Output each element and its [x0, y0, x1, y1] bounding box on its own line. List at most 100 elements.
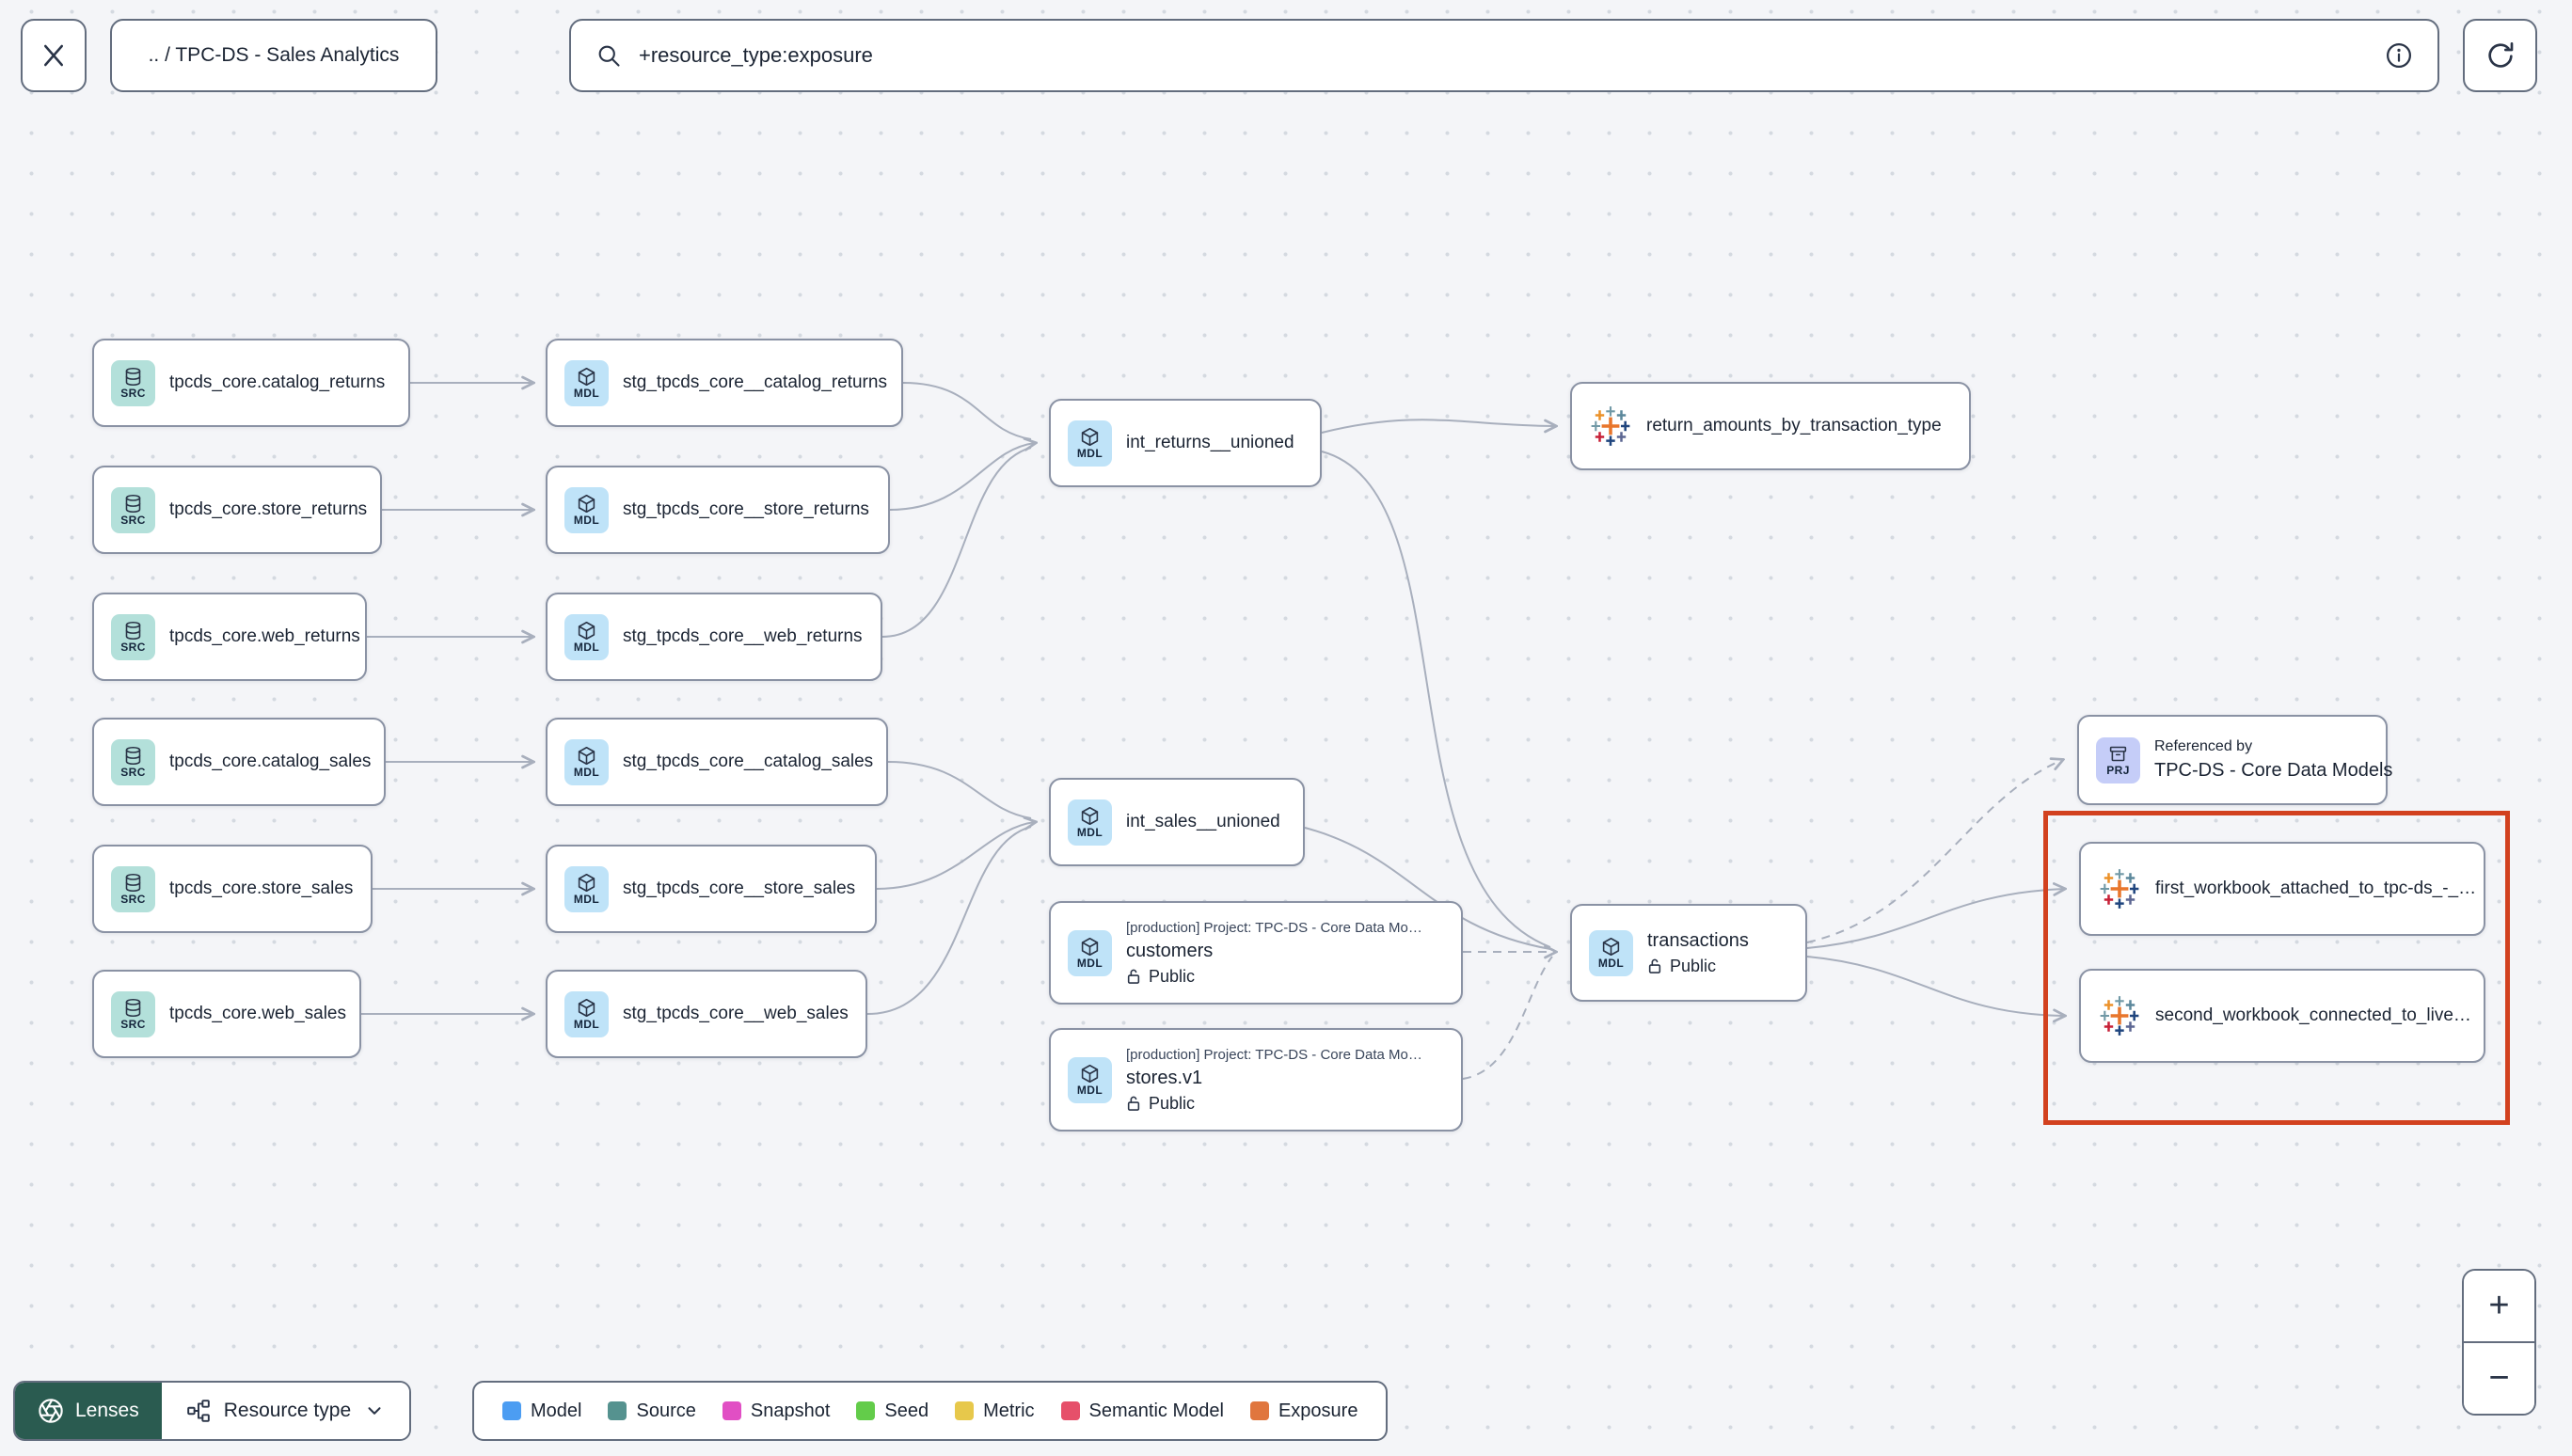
- zoom-in-button[interactable]: +: [2464, 1271, 2534, 1341]
- lineage-node-src-catalog-returns[interactable]: SRC tpcds_core.catalog_returns: [92, 339, 410, 427]
- resource-type-dropdown[interactable]: Resource type: [161, 1383, 410, 1439]
- node-label: tpcds_core.store_sales: [169, 878, 354, 898]
- source-icon: SRC: [111, 990, 155, 1037]
- cube-icon: [578, 494, 595, 513]
- lineage-node-stores-v1[interactable]: MDL [production] Project: TPC-DS - Core …: [1049, 1028, 1463, 1132]
- lineage-node-stg-web-returns[interactable]: MDL stg_tpcds_core__web_returns: [546, 593, 882, 681]
- search-bar: [569, 19, 2439, 92]
- model-icon: MDL: [1068, 929, 1112, 976]
- cube-icon: [578, 367, 595, 386]
- tableau-icon: [1591, 406, 1630, 446]
- source-icon: SRC: [111, 613, 155, 660]
- unlock-icon: [1127, 1096, 1140, 1111]
- node-label: tpcds_core.catalog_returns: [169, 372, 386, 392]
- breadcrumb-label: .. / TPC-DS - Sales Analytics: [148, 44, 400, 66]
- lineage-node-int-sales-unioned[interactable]: MDL int_sales__unioned: [1049, 778, 1305, 866]
- lineage-node-stg-store-returns[interactable]: MDL stg_tpcds_core__store_returns: [546, 466, 890, 554]
- lineage-node-exposure-second-workbook[interactable]: second_workbook_connected_to_live…: [2079, 969, 2485, 1063]
- lineage-node-src-web-returns[interactable]: SRC tpcds_core.web_returns: [92, 593, 367, 681]
- lineage-node-int-returns-unioned[interactable]: MDL int_returns__unioned: [1049, 399, 1322, 487]
- model-icon: MDL: [1068, 419, 1112, 467]
- lineage-node-src-catalog-sales[interactable]: SRC tpcds_core.catalog_sales: [92, 718, 386, 806]
- node-label: TPC-DS - Core Data Models: [2154, 760, 2393, 781]
- cube-icon: [1081, 806, 1099, 825]
- model-icon: MDL: [1068, 799, 1112, 846]
- source-color-chip: [608, 1401, 627, 1420]
- legend-item-metric: Metric: [955, 1401, 1035, 1422]
- close-button[interactable]: [21, 19, 87, 92]
- cube-icon: [1602, 937, 1620, 956]
- lineage-node-stg-catalog-returns[interactable]: MDL stg_tpcds_core__catalog_returns: [546, 339, 903, 427]
- node-label: stg_tpcds_core__store_sales: [623, 878, 856, 898]
- lineage-node-src-store-sales[interactable]: SRC tpcds_core.store_sales: [92, 845, 373, 933]
- lineage-node-exposure-return-amounts[interactable]: return_amounts_by_transaction_type: [1570, 382, 1971, 470]
- seed-color-chip: [856, 1401, 876, 1420]
- refresh-button[interactable]: [2463, 19, 2537, 92]
- lineage-node-stg-catalog-sales[interactable]: MDL stg_tpcds_core__catalog_sales: [546, 718, 888, 806]
- archive-icon: [2109, 746, 2127, 761]
- model-icon: MDL: [564, 613, 609, 660]
- tableau-icon: [2100, 869, 2139, 909]
- source-icon: SRC: [111, 486, 155, 533]
- search-input[interactable]: [639, 43, 2368, 68]
- lineage-node-referenced-by-project[interactable]: PRJ Referenced by TPC-DS - Core Data Mod…: [2077, 715, 2392, 805]
- lenses-toolbar: Lenses Resource type: [13, 1381, 412, 1441]
- node-label: int_returns__unioned: [1126, 433, 1294, 452]
- model-color-chip: [502, 1401, 521, 1420]
- model-icon: MDL: [564, 359, 609, 406]
- node-label: second_workbook_connected_to_live…: [2155, 1005, 2471, 1025]
- snapshot-color-chip: [722, 1401, 741, 1420]
- refresh-icon: [2487, 42, 2513, 68]
- database-icon: [125, 494, 141, 513]
- node-label: return_amounts_by_transaction_type: [1646, 416, 1942, 435]
- source-icon: SRC: [111, 865, 155, 912]
- zoom-out-button[interactable]: −: [2464, 1341, 2534, 1414]
- lineage-node-stg-web-sales[interactable]: MDL stg_tpcds_core__web_sales: [546, 970, 867, 1058]
- database-icon: [125, 746, 141, 765]
- hierarchy-icon: [186, 1400, 210, 1422]
- search-icon: [598, 45, 620, 67]
- lineage-node-exposure-first-workbook[interactable]: first_workbook_attached_to_tpc-ds_-_…: [2079, 842, 2485, 936]
- node-label: transactions: [1647, 929, 1749, 951]
- node-label: tpcds_core.store_returns: [169, 499, 368, 519]
- unlock-icon: [1648, 958, 1661, 973]
- tableau-icon: [2100, 996, 2139, 1036]
- lenses-button[interactable]: Lenses: [15, 1383, 162, 1439]
- legend-item-snapshot: Snapshot: [722, 1401, 830, 1422]
- node-label: int_sales__unioned: [1126, 812, 1280, 831]
- database-icon: [125, 367, 141, 386]
- lineage-node-src-web-sales[interactable]: SRC tpcds_core.web_sales: [92, 970, 361, 1058]
- referenced-by-title: Referenced by: [2154, 738, 2253, 754]
- node-access: Public: [1149, 966, 1196, 986]
- model-icon: MDL: [1589, 929, 1633, 976]
- exposure-color-chip: [1249, 1401, 1269, 1420]
- cube-icon: [1081, 427, 1099, 446]
- chevron-down-icon: [368, 1407, 381, 1415]
- cube-icon: [578, 873, 595, 892]
- node-label: tpcds_core.web_returns: [169, 626, 360, 646]
- database-icon: [125, 621, 141, 640]
- node-project: [production] Project: TPC-DS - Core Data…: [1126, 1046, 1422, 1063]
- lineage-node-stg-store-sales[interactable]: MDL stg_tpcds_core__store_sales: [546, 845, 877, 933]
- resource-type-legend: Model Source Snapshot Seed Metric Semant…: [472, 1381, 1389, 1441]
- unlock-icon: [1127, 969, 1140, 984]
- cube-icon: [1081, 1064, 1099, 1083]
- lineage-node-transactions[interactable]: MDL transactions Public: [1570, 904, 1807, 1002]
- node-label: stg_tpcds_core__web_returns: [623, 626, 863, 646]
- node-access: Public: [1670, 956, 1717, 975]
- node-label: stores.v1: [1126, 1067, 1203, 1088]
- database-icon: [125, 998, 141, 1017]
- legend-item-exposure: Exposure: [1249, 1401, 1357, 1422]
- node-label: tpcds_core.web_sales: [169, 1004, 346, 1023]
- cube-icon: [578, 998, 595, 1017]
- close-icon: [44, 44, 63, 67]
- lineage-node-src-store-returns[interactable]: SRC tpcds_core.store_returns: [92, 466, 382, 554]
- breadcrumb[interactable]: .. / TPC-DS - Sales Analytics: [110, 19, 437, 92]
- legend-item-seed: Seed: [856, 1401, 929, 1422]
- cube-icon: [578, 621, 595, 640]
- model-icon: MDL: [564, 738, 609, 785]
- lineage-node-customers[interactable]: MDL [production] Project: TPC-DS - Core …: [1049, 901, 1463, 1005]
- model-icon: MDL: [1068, 1056, 1112, 1103]
- info-icon[interactable]: [2385, 41, 2413, 70]
